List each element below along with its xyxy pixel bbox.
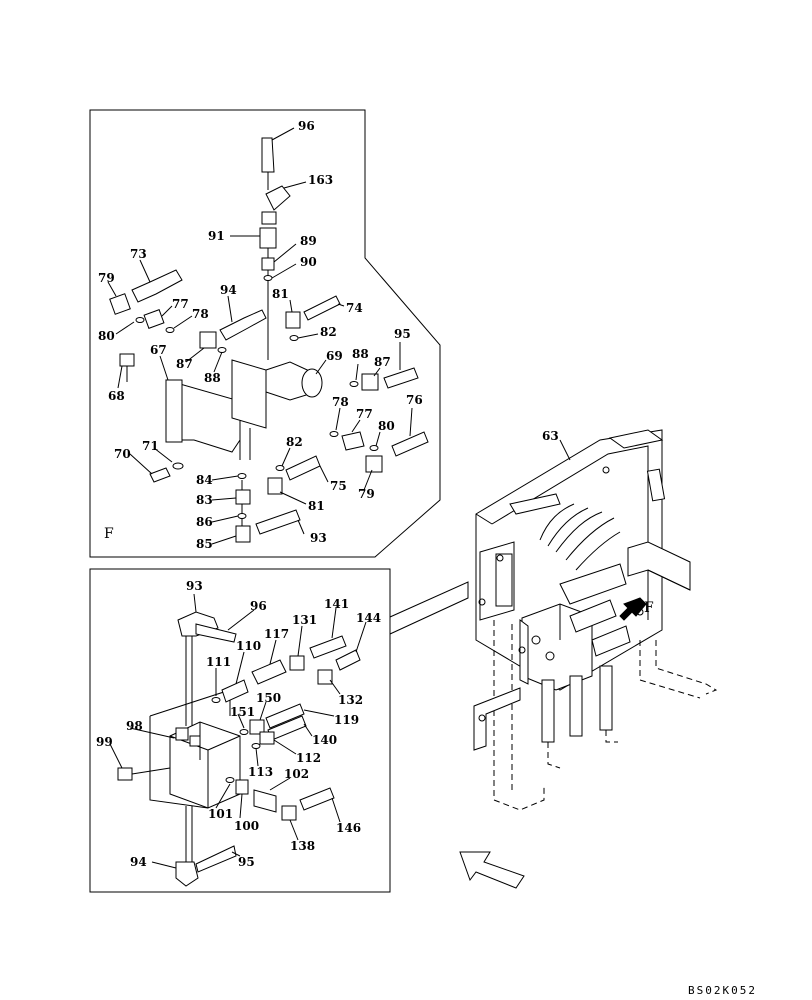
callout-150: 150 xyxy=(256,691,281,705)
callout-73: 73 xyxy=(130,247,147,261)
callout-84: 84 xyxy=(196,473,213,487)
upper-view-drawing xyxy=(107,127,429,545)
callout-80: 80 xyxy=(98,329,115,343)
callout-79: 79 xyxy=(98,271,115,285)
assembly-labels: 63 F xyxy=(542,429,654,616)
view-direction-arrow xyxy=(619,597,647,621)
callout-98: 98 xyxy=(126,719,143,733)
callout-71: 71 xyxy=(142,439,159,453)
lower-view-frame xyxy=(89,568,391,893)
callout-90: 90 xyxy=(300,255,317,269)
callout-86: 86 xyxy=(196,515,213,529)
callout-117: 117 xyxy=(264,627,289,641)
callout-79b: 79 xyxy=(358,487,375,501)
callout-70: 70 xyxy=(114,447,131,461)
callout-119: 119 xyxy=(334,713,359,727)
callout-88b: 88 xyxy=(352,347,369,361)
callout-99: 99 xyxy=(96,735,113,749)
callout-144: 144 xyxy=(356,611,381,625)
assembly-view-letter-f: F xyxy=(644,600,654,616)
callout-101: 101 xyxy=(208,807,233,821)
callout-96-lower: 96 xyxy=(250,599,267,613)
callout-132: 132 xyxy=(338,693,363,707)
callout-82b: 82 xyxy=(286,435,303,449)
callout-77b: 77 xyxy=(356,407,373,421)
callout-68: 68 xyxy=(108,389,125,403)
callout-77: 77 xyxy=(172,297,189,311)
callout-94-lower: 94 xyxy=(130,855,147,869)
callout-138: 138 xyxy=(290,839,315,853)
callout-141: 141 xyxy=(324,597,349,611)
callout-81b: 81 xyxy=(308,499,325,513)
callout-96: 96 xyxy=(298,119,315,133)
callout-131: 131 xyxy=(292,613,317,627)
callout-110: 110 xyxy=(236,639,261,653)
callout-88: 88 xyxy=(204,371,221,385)
lower-view-drawing xyxy=(109,593,367,887)
upper-view-labels: 96 163 91 89 90 73 79 77 78 80 81 74 94 … xyxy=(98,119,423,551)
callout-93: 93 xyxy=(310,531,327,545)
callout-146: 146 xyxy=(336,821,361,835)
lower-view-labels: 93 96 141 144 131 117 110 111 132 150 11… xyxy=(96,579,381,869)
callout-95-lower: 95 xyxy=(238,855,255,869)
callout-95: 95 xyxy=(394,327,411,341)
callout-91: 91 xyxy=(208,229,225,243)
lower-view-pointer xyxy=(389,581,469,635)
callout-140: 140 xyxy=(312,733,337,747)
orientation-arrow xyxy=(459,851,525,889)
callout-67: 67 xyxy=(150,343,167,357)
callout-83: 83 xyxy=(196,493,213,507)
callout-100: 100 xyxy=(234,819,259,833)
callout-74: 74 xyxy=(346,301,363,315)
callout-111: 111 xyxy=(206,655,231,669)
callout-80b: 80 xyxy=(378,419,395,433)
callout-102: 102 xyxy=(284,767,309,781)
callout-63: 63 xyxy=(542,429,559,443)
callout-76: 76 xyxy=(406,393,423,407)
callout-85: 85 xyxy=(196,537,213,551)
callout-87: 87 xyxy=(176,357,193,371)
callout-93-lower: 93 xyxy=(186,579,203,593)
drawing-code: BS02K052 xyxy=(688,984,757,997)
callout-69: 69 xyxy=(326,349,343,363)
callout-78: 78 xyxy=(192,307,209,321)
callout-94: 94 xyxy=(220,283,237,297)
upper-view-frame xyxy=(89,109,441,558)
callout-78b: 78 xyxy=(332,395,349,409)
callout-163: 163 xyxy=(308,173,333,187)
callout-89: 89 xyxy=(300,234,317,248)
callout-113: 113 xyxy=(248,765,273,779)
callout-75: 75 xyxy=(330,479,347,493)
view-letter-f: F xyxy=(104,526,114,542)
main-assembly xyxy=(473,429,718,811)
callout-112: 112 xyxy=(296,751,321,765)
callout-87b: 87 xyxy=(374,355,391,369)
callout-82: 82 xyxy=(320,325,337,339)
callout-151: 151 xyxy=(230,705,255,719)
callout-81: 81 xyxy=(272,287,289,301)
